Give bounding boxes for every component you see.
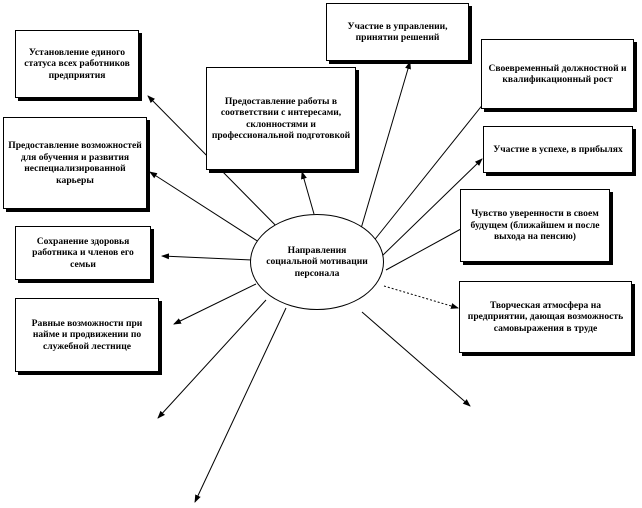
- arrow-to-management: [359, 61, 411, 233]
- node-education: Предоставление возможностей для обучения…: [3, 117, 147, 209]
- arrow-to-equal: [173, 283, 257, 325]
- node-future: Чувство уверенности в своем будущем (бли…: [460, 189, 610, 262]
- arrow-to-promotion: [371, 97, 489, 244]
- arrow-to-success: [381, 158, 483, 257]
- arrow-to-future: [385, 223, 471, 271]
- arrow-to-education: [149, 171, 263, 245]
- node-promotion: Своевременный должностной и квалификацио…: [481, 39, 634, 109]
- node-equal: Равные возможности при найме и продвижен…: [15, 298, 159, 372]
- arrow-to-blank-bottom: [194, 307, 287, 503]
- node-work: Предоставление работы в соответствии с и…: [206, 67, 356, 170]
- arrow-to-work: [301, 171, 315, 215]
- node-management: Участие в управлении, принятии решений: [326, 3, 469, 61]
- node-status: Установление единого статуса всех работн…: [15, 30, 139, 98]
- arrow-to-health: [161, 253, 253, 261]
- arrow-to-creative: [383, 285, 459, 309]
- arrow-to-blank-right: [361, 311, 471, 407]
- node-creative: Творческая атмосфера на предприятии, даю…: [459, 281, 632, 353]
- node-health: Сохранение здоровья работника и членов е…: [15, 226, 151, 280]
- center-node: Направления социальной мотивации персона…: [250, 214, 384, 310]
- node-success: Участие в успехе, в прибылях: [483, 126, 633, 173]
- arrow-to-blank-left: [157, 299, 267, 419]
